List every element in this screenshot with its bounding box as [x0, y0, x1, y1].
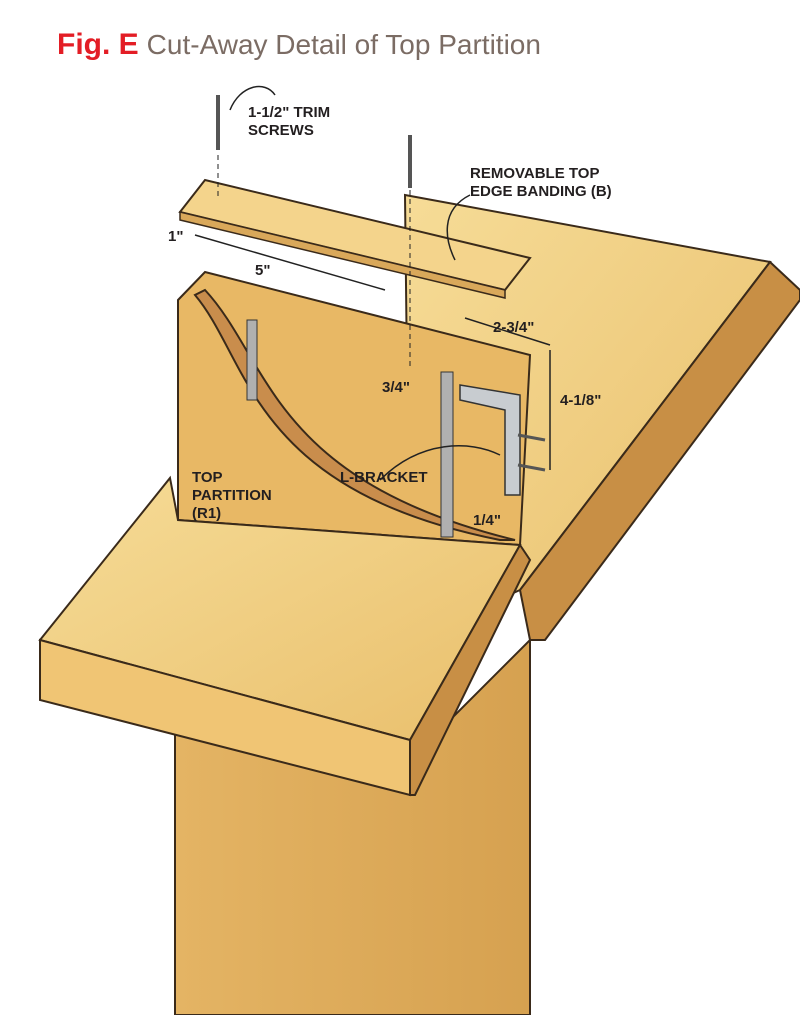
l-bracket [459, 384, 521, 496]
threaded-rod-left [246, 319, 258, 401]
label-screws-2: SCREWS [248, 122, 314, 139]
label-banding-2: EDGE BANDING (B) [470, 183, 612, 200]
dim-bracket-gap: 1/4" [473, 512, 501, 529]
bracket-screw [517, 433, 546, 442]
dim-bracket-width: 2-3/4" [493, 319, 534, 336]
callout-arrow [446, 194, 471, 261]
label-partition-2: PARTITION [192, 487, 272, 504]
bracket-screw [517, 463, 546, 472]
callout-arrow [379, 445, 501, 481]
label-partition-3: (R1) [192, 505, 221, 522]
label-banding-1: REMOVABLE TOP [470, 165, 599, 182]
label-bracket: L-BRACKET [340, 469, 428, 486]
dim-line-5 [194, 234, 386, 291]
shelf-side [409, 543, 532, 796]
dim-edge-offset: 1" [168, 228, 183, 245]
label-screws-1: 1-1/2" TRIM [248, 104, 330, 121]
callout-arrow [229, 85, 276, 111]
dim-depth: 3/4" [382, 379, 410, 396]
curved-edge [193, 288, 516, 541]
threaded-rod-right [440, 371, 454, 538]
dim-line-width [464, 317, 551, 346]
dim-bracket-height: 4-1/8" [560, 392, 601, 409]
figure-title: Cut-Away Detail of Top Partition [147, 29, 541, 60]
desktop-edge [518, 260, 800, 641]
dim-hole-spacing: 5" [255, 262, 270, 279]
figure-number: Fig. E [57, 28, 139, 61]
label-partition-1: TOP [192, 469, 223, 486]
edge-banding-side [179, 211, 506, 299]
